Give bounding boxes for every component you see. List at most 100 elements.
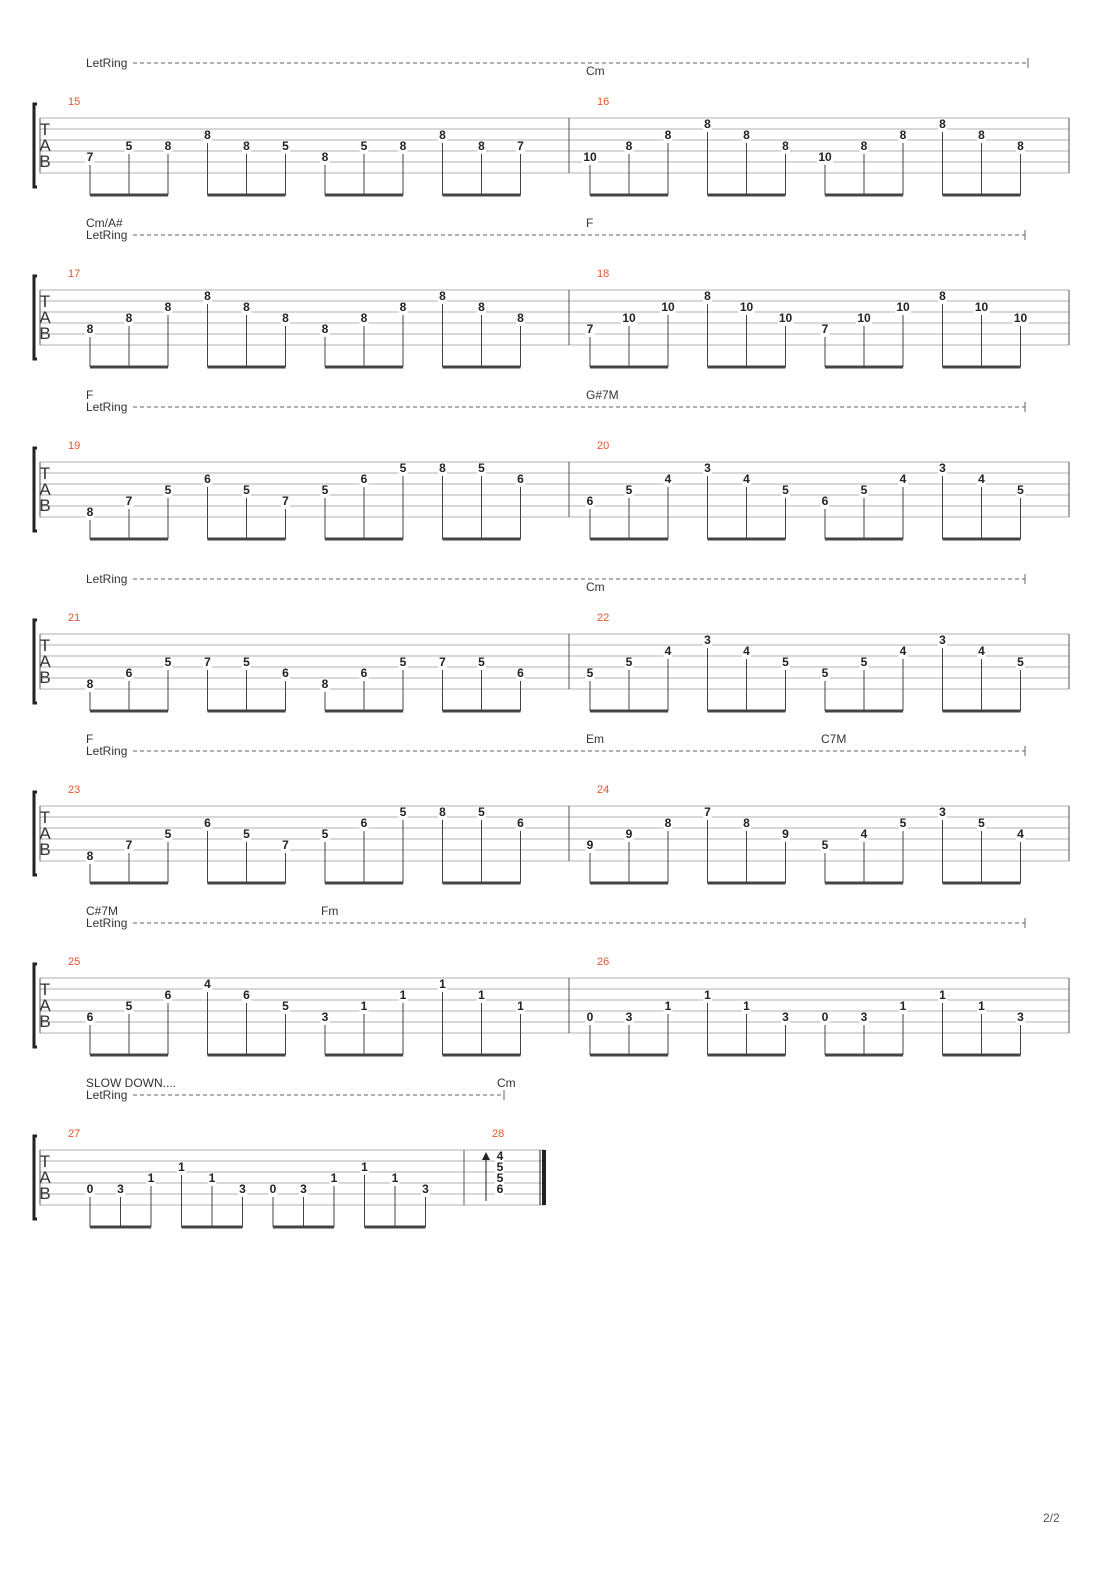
fret-mask — [938, 990, 947, 1001]
fret-number: 3 — [239, 1182, 246, 1196]
fret-mask — [859, 141, 869, 152]
chord-label: Cm — [586, 580, 605, 594]
let-ring-label: LetRing — [86, 916, 127, 930]
fret-mask — [585, 496, 595, 507]
fret-mask — [163, 990, 173, 1001]
fret-mask — [624, 141, 634, 152]
fret-mask — [398, 807, 408, 818]
measure-number: 21 — [68, 612, 80, 624]
fret-mask — [421, 1184, 430, 1195]
fret-number: 8 — [322, 677, 329, 691]
fret-mask — [663, 1001, 673, 1012]
fret-mask — [516, 818, 525, 829]
fret-number: 5 — [322, 483, 329, 497]
tab-clef-letter: T — [40, 120, 50, 139]
fret-mask — [163, 829, 173, 840]
fret-mask — [516, 668, 525, 679]
fret-mask — [820, 496, 830, 507]
fret-number: 3 — [704, 461, 711, 475]
fret-mask — [320, 324, 330, 335]
fret-number: 8 — [439, 461, 446, 475]
measure-number: 22 — [597, 612, 609, 624]
measure-number: 27 — [68, 1128, 80, 1140]
fret-number: 1 — [900, 999, 907, 1013]
fret-mask — [281, 313, 290, 324]
fret-mask — [895, 302, 911, 313]
fret-number: 8 — [282, 311, 289, 325]
fret-mask — [1016, 485, 1025, 496]
tab-clef-letter: B — [39, 152, 50, 171]
fret-number: 5 — [782, 483, 789, 497]
fret-number: 1 — [478, 988, 485, 1002]
measure-number: 26 — [597, 956, 609, 968]
fret-mask — [359, 313, 369, 324]
fret-mask — [238, 1184, 247, 1195]
fret-mask — [582, 152, 598, 163]
fret-number: 6 — [282, 666, 289, 680]
fret-number: 7 — [204, 655, 211, 669]
fret-number: 10 — [975, 300, 989, 314]
fret-mask — [703, 463, 712, 474]
fret-mask — [477, 302, 486, 313]
fret-mask — [163, 141, 173, 152]
fret-number: 5 — [626, 655, 633, 669]
fret-number: 1 — [361, 999, 368, 1013]
fret-number: 1 — [743, 999, 750, 1013]
fret-number: 8 — [900, 128, 907, 142]
fret-number: 10 — [857, 311, 871, 325]
let-ring-label: LetRing — [86, 228, 127, 242]
fret-number: 0 — [822, 1010, 829, 1024]
fret-number: 6 — [361, 472, 368, 486]
fret-number: 8 — [400, 139, 407, 153]
fret-number: 5 — [1017, 483, 1024, 497]
fret-number: 8 — [361, 311, 368, 325]
fret-number: 4 — [861, 827, 868, 841]
fret-mask — [124, 668, 134, 679]
fret-mask — [320, 1012, 330, 1023]
fret-mask — [585, 1012, 595, 1023]
fret-number: 5 — [1017, 655, 1024, 669]
chord-label: G#7M — [586, 388, 619, 402]
chord-label: Cm — [586, 64, 605, 78]
fret-number: 5 — [126, 139, 133, 153]
fret-mask — [359, 668, 369, 679]
chord-label: F — [86, 732, 93, 746]
fret-mask — [242, 141, 251, 152]
fret-mask — [320, 152, 330, 163]
tab-clef-letter: B — [39, 1012, 50, 1031]
fret-number: 5 — [497, 1160, 504, 1174]
let-ring-label: LetRing — [86, 1088, 127, 1102]
fret-number: 7 — [87, 150, 94, 164]
fret-number: 8 — [978, 128, 985, 142]
fret-mask — [938, 119, 947, 130]
fret-mask — [85, 1012, 95, 1023]
fret-mask — [781, 485, 790, 496]
fret-number: 7 — [587, 322, 594, 336]
fret-number: 5 — [282, 139, 289, 153]
fret-mask — [624, 1012, 634, 1023]
fret-mask — [203, 130, 212, 141]
let-ring-label: LetRing — [86, 744, 127, 758]
fret-number: 8 — [939, 117, 946, 131]
fret-number: 1 — [517, 999, 524, 1013]
measure-number: 24 — [597, 784, 609, 796]
fret-number: 1 — [978, 999, 985, 1013]
fret-mask — [624, 829, 634, 840]
fret-mask — [624, 657, 634, 668]
fret-mask — [820, 324, 830, 335]
system-bracket — [32, 1134, 37, 1221]
fret-number: 8 — [204, 289, 211, 303]
fret-mask — [281, 1001, 290, 1012]
fret-mask — [742, 130, 751, 141]
tab-clef-letter: T — [40, 1152, 50, 1171]
fret-mask — [124, 840, 134, 851]
fret-mask — [203, 979, 212, 990]
chord-label: C7M — [821, 732, 846, 746]
fret-number: 8 — [478, 300, 485, 314]
fret-number: 8 — [439, 805, 446, 819]
fret-number: 4 — [665, 644, 672, 658]
fret-mask — [242, 485, 251, 496]
fret-mask — [977, 1001, 986, 1012]
fret-number: 5 — [400, 461, 407, 475]
